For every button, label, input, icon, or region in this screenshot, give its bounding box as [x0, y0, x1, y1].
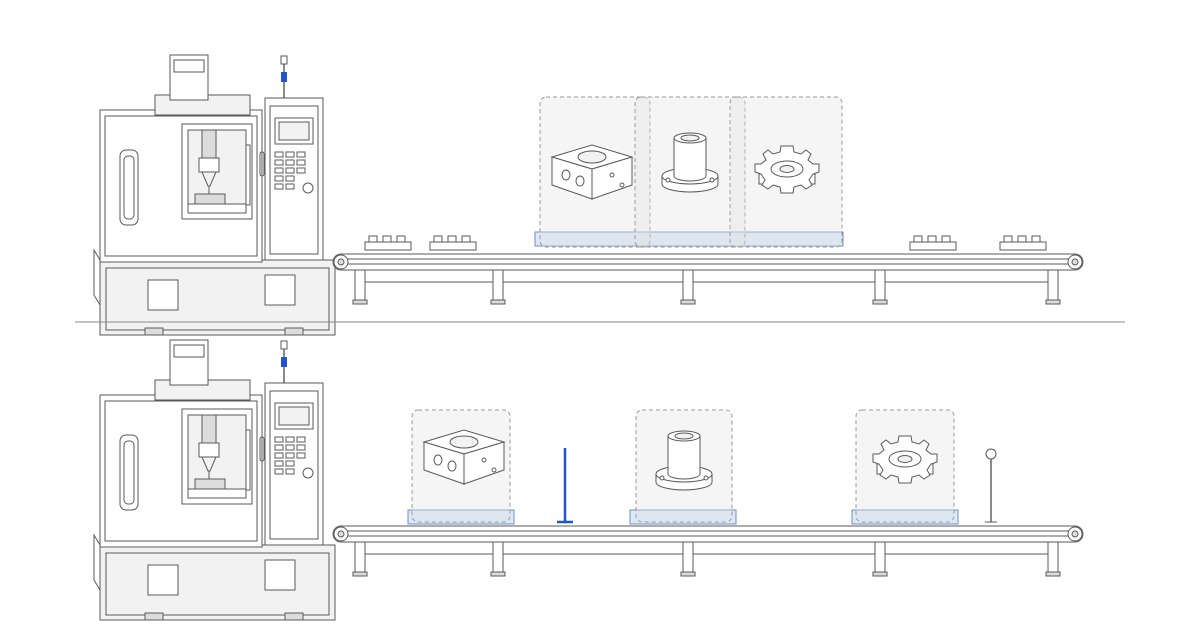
- part-pallet: [851, 509, 959, 525]
- fixture-icon: [364, 235, 412, 251]
- grouped-pallet: [534, 231, 844, 247]
- bottom-panel: [93, 339, 1084, 621]
- cnc-machine: [93, 54, 336, 336]
- spur-gear-icon: [754, 145, 820, 194]
- divider-marker: [557, 448, 573, 524]
- fixture-icon: [999, 235, 1047, 251]
- spur-gear-icon: [872, 435, 938, 484]
- sensor-post: [985, 448, 997, 523]
- conveyor-belt: [332, 525, 1084, 577]
- fixture-icon: [909, 235, 957, 251]
- top-panel: [93, 54, 1084, 336]
- part-pallet: [407, 509, 515, 525]
- part-pallet: [629, 509, 737, 525]
- fixture-icon: [429, 235, 477, 251]
- conveyor-belt: [332, 253, 1084, 305]
- cnc-machine: [93, 339, 336, 621]
